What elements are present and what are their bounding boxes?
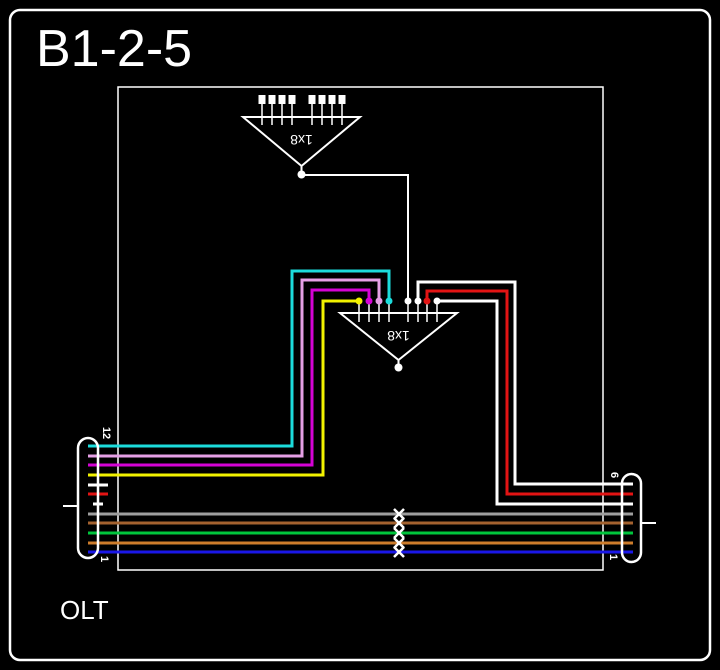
fiber-yellow: [88, 299, 359, 477]
splitter-top-ports: [258, 95, 346, 125]
splice-x-brown: [393, 517, 405, 529]
port-dot-white-1: [404, 297, 412, 305]
connector-left-top-label: 12: [100, 427, 112, 439]
fiber-aqua: [88, 269, 391, 448]
port-dot-white-3: [433, 297, 441, 305]
fiber-white-right-inner: [437, 299, 633, 506]
fiber-red-right: [425, 289, 633, 496]
connector-left-capsule: [76, 436, 100, 560]
port-dot-aqua: [385, 297, 393, 305]
port-dot-rose: [375, 297, 383, 305]
splitter-middle-port-stems: [358, 301, 438, 322]
splitter-middle-label: 1x8: [387, 328, 410, 344]
splitter-top-output-dot: [297, 170, 306, 179]
fiber-white-right-outer: [416, 280, 633, 486]
port-dot-red: [423, 297, 431, 305]
splitter-middle-output-dot: [394, 363, 403, 372]
splitter-top: 1x8: [240, 95, 409, 303]
splice-x-blue: [393, 546, 405, 558]
port-dot-yellow: [355, 297, 363, 305]
port-dot-violet: [365, 297, 373, 305]
olt-label: OLT: [60, 595, 109, 625]
connector-left-bottom-label: 1: [98, 556, 110, 562]
splitter-middle: 1x8: [337, 297, 460, 372]
enclosure-box: [117, 86, 604, 571]
connector-right-capsule: [620, 472, 643, 564]
splice-marks: [393, 508, 405, 558]
connector-right: 6 1: [607, 472, 656, 564]
splice-x-green: [393, 527, 405, 539]
connector-left: 12 1: [63, 427, 112, 562]
splitter-middle-port-dots: [355, 297, 441, 305]
splitter-middle-triangle: [337, 312, 460, 362]
page-title: B1-2-5: [36, 20, 192, 78]
connector-right-top-label: 6: [608, 472, 620, 478]
splice-x-orange: [393, 537, 405, 549]
fiber-routes: [88, 269, 633, 554]
fiber-violet: [88, 288, 371, 467]
splitter-top-triangle: [240, 116, 363, 168]
connector-right-bottom-label: 1: [607, 554, 619, 560]
outer-border: [8, 8, 712, 662]
splitter-top-feed-line: [300, 166, 409, 303]
splitter-top-label: 1x8: [290, 132, 313, 148]
port-dot-white-2: [414, 297, 422, 305]
fiber-rose: [88, 278, 381, 458]
splice-x-slate: [393, 508, 405, 520]
